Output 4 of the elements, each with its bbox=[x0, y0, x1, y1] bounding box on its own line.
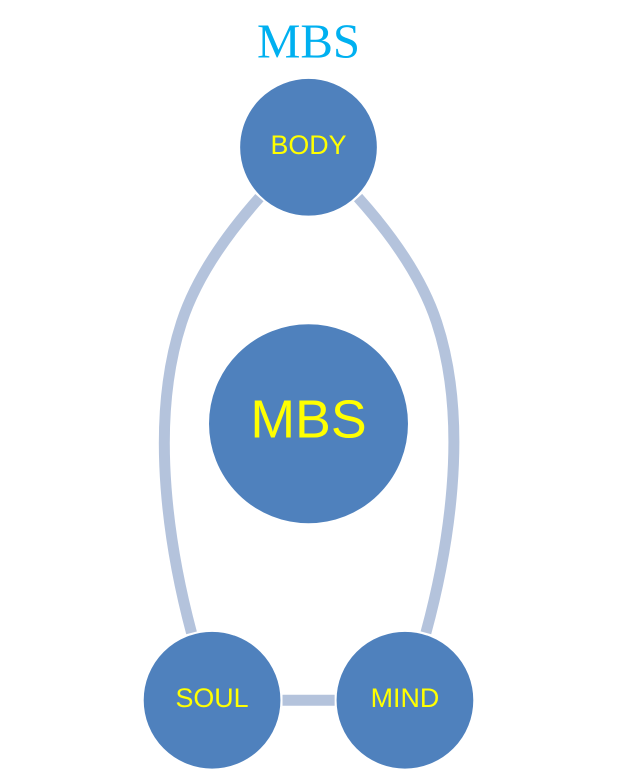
connector bbox=[354, 194, 460, 634]
connector bbox=[158, 194, 264, 634]
diagram-title: MBS bbox=[256, 14, 360, 69]
connector bbox=[282, 694, 335, 706]
